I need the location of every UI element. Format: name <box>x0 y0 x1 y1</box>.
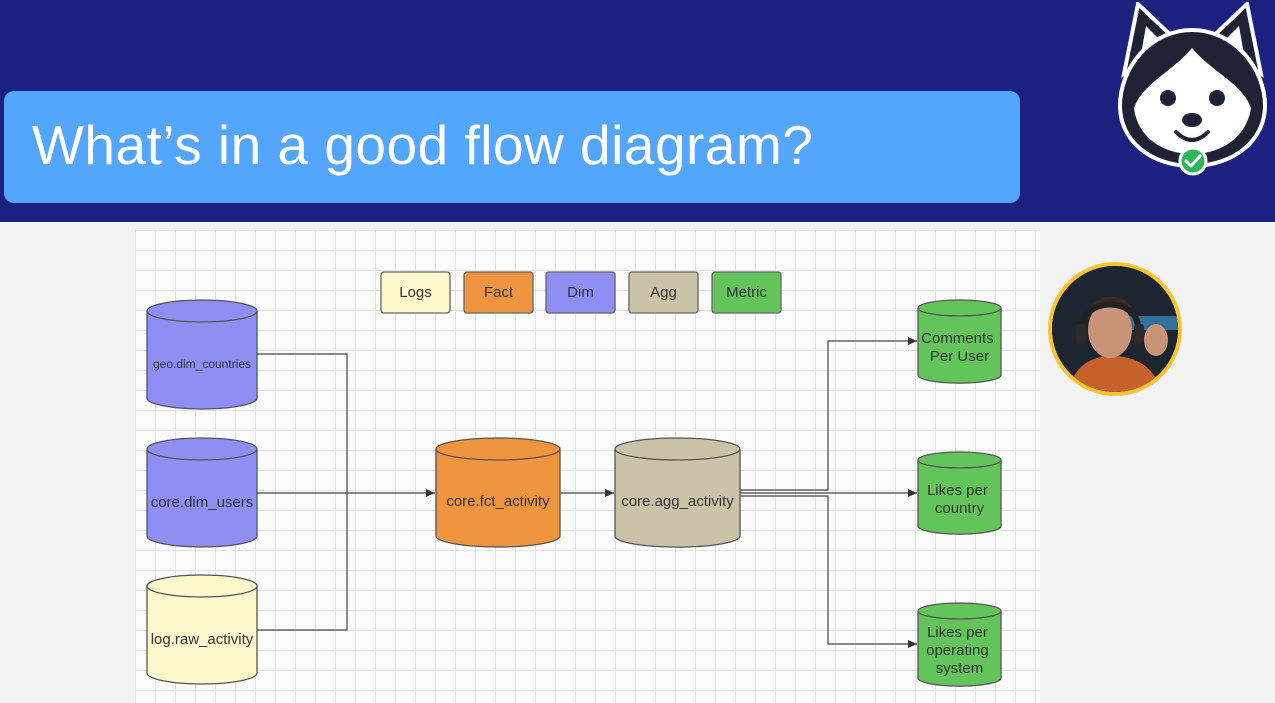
legend-label-logs: Logs <box>399 284 432 301</box>
legend-item-fact: Fact <box>463 271 534 314</box>
presenter-webcam <box>1048 262 1182 396</box>
node-label-likes-per-os-line-1: Likes per <box>927 624 988 641</box>
edge-core-agg-activity-to-comments-per-user <box>740 337 917 491</box>
node-label-likes-per-country-line-1: Likes per <box>927 482 988 499</box>
node-label-core-dim-users: core.dim_users <box>151 494 254 511</box>
legend-label-metric: Metric <box>726 284 767 301</box>
node-label-log-raw-activity: log.raw_activity <box>151 631 254 648</box>
node-likes-per-country: Likes per country <box>917 451 1002 535</box>
node-label-likes-per-os-line-3: system <box>936 660 984 677</box>
node-log-raw-activity: log.raw_activity <box>146 574 258 685</box>
legend-label-fact: Fact <box>484 284 514 301</box>
node-label-comments-per-user-line-1: Comments <box>921 330 994 347</box>
node-label-likes-per-country-line-2: country <box>935 500 985 517</box>
node-core-dim-users: core.dim_users <box>146 437 258 548</box>
husky-mascot-icon <box>1117 2 1268 169</box>
node-comments-per-user: Comments Per User <box>917 299 1002 384</box>
node-label-geo-dim-countries: geo.dim_countries <box>153 357 251 371</box>
legend-item-dim: Dim <box>545 271 616 314</box>
title-banner: What’s in a good flow diagram? <box>4 91 1020 203</box>
node-label-core-fct-activity: core.fct_activity <box>446 493 550 510</box>
node-label-core-agg-activity: core.agg_activity <box>621 493 734 510</box>
node-likes-per-os: Likes per operating system <box>917 602 1002 687</box>
node-core-fct-activity: core.fct_activity <box>435 437 561 548</box>
legend-label-agg: Agg <box>650 284 677 301</box>
node-label-likes-per-os-line-2: operating <box>926 642 989 659</box>
legend: Logs Fact Dim Agg Metric <box>380 271 782 314</box>
node-geo-dim-countries: geo.dim_countries <box>146 299 258 410</box>
svg-text:Comments Per User: Comments Per User <box>921 330 998 365</box>
edge-core-agg-activity-to-likes-per-os <box>740 495 917 648</box>
edge-geo-dim-countries-to-core-fct-activity <box>257 353 348 493</box>
presenter-avatar <box>1052 266 1178 392</box>
edge-log-raw-activity-to-core-fct-activity <box>257 493 348 631</box>
svg-text:Likes per country: Likes per country <box>927 482 992 517</box>
svg-text:Likes per operating: Likes per operating system <box>926 624 993 677</box>
slide-title: What’s in a good flow diagram? <box>32 114 814 176</box>
verified-check-icon <box>1178 146 1208 176</box>
node-core-agg-activity: core.agg_activity <box>614 437 741 548</box>
legend-item-agg: Agg <box>628 271 699 314</box>
legend-item-metric: Metric <box>711 271 782 314</box>
legend-item-logs: Logs <box>380 271 451 314</box>
node-label-comments-per-user-line-2: Per User <box>930 348 989 365</box>
legend-label-dim: Dim <box>567 284 594 301</box>
